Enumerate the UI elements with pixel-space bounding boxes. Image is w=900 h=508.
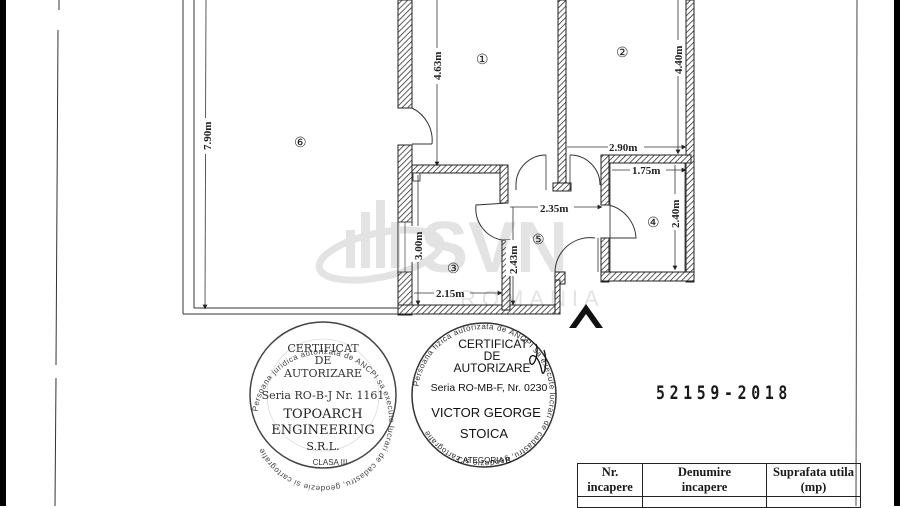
svg-text:ROMANIA: ROMANIA	[460, 286, 605, 311]
stamp-topoarch: Persoana juridica autorizata de ANCPI sa…	[249, 321, 397, 493]
room-label-2: ②	[616, 46, 629, 61]
stamp-victor-george-stoica: Persoana fizica autorizata de ANCPI sa e…	[411, 322, 557, 468]
svg-text:ENGINEERING: ENGINEERING	[271, 423, 374, 438]
svg-text:AUTORIZARE: AUTORIZARE	[283, 367, 362, 380]
svg-text:TOPOARCH: TOPOARCH	[283, 407, 362, 422]
room-label-5: ⑤	[532, 233, 545, 248]
room-label-3: ③	[447, 262, 460, 277]
room-label-6: ⑥	[294, 136, 307, 151]
svg-text:Seria RO-MB-F, Nr. 0230: Seria RO-MB-F, Nr. 0230	[431, 382, 548, 394]
dim-2-15: 2.15m	[436, 288, 464, 300]
svg-text:VICTOR GEORGE: VICTOR GEORGE	[431, 405, 541, 420]
scan-border-right	[894, 0, 900, 506]
svn-watermark-logo: SVN ROMANIA	[315, 200, 605, 311]
col-header-nr: Nr.incapere	[577, 463, 643, 497]
svg-text:CERTIFICAT: CERTIFICAT	[287, 342, 359, 355]
dim-4-63: 4.63m	[432, 52, 444, 80]
room-label-4: ④	[647, 216, 660, 231]
svg-text:CATEGORIA B: CATEGORIA B	[457, 456, 511, 465]
dim-1-75: 1.75m	[632, 165, 660, 177]
dim-3-00: 3.00m	[413, 232, 425, 260]
dim-2-35: 2.35m	[540, 203, 568, 215]
svg-text:SVN: SVN	[420, 208, 568, 288]
svg-text:CERTIFICAT: CERTIFICAT	[458, 337, 528, 351]
dim-4-40: 4.40m	[673, 46, 685, 74]
table-row	[577, 496, 861, 508]
svg-text:AUTORIZARE: AUTORIZARE	[453, 361, 530, 375]
svg-text:S.R.L.: S.R.L.	[306, 440, 339, 453]
svg-text:CLASA III: CLASA III	[313, 458, 348, 467]
col-header-suprafata: Suprafata utila(mp)	[766, 463, 861, 497]
dim-2-40: 2.40m	[670, 200, 682, 228]
svg-text:DE: DE	[315, 354, 332, 367]
svg-text:STOICA: STOICA	[460, 426, 508, 441]
svg-text:DE: DE	[484, 349, 501, 363]
scan-border-left	[0, 0, 6, 506]
svg-text:Seria RO-B-J Nr. 1161: Seria RO-B-J Nr. 1161	[262, 389, 385, 402]
page-frame-line-right	[855, 0, 858, 506]
north-arrow-icon	[569, 304, 603, 328]
room-label-1: ①	[476, 53, 489, 68]
reference-number: 52159-2018	[656, 382, 793, 404]
signature	[529, 343, 547, 374]
dim-2-43: 2.43m	[508, 246, 520, 274]
dim-2-90: 2.90m	[609, 142, 637, 154]
dim-7-90: 7.90m	[202, 122, 214, 150]
